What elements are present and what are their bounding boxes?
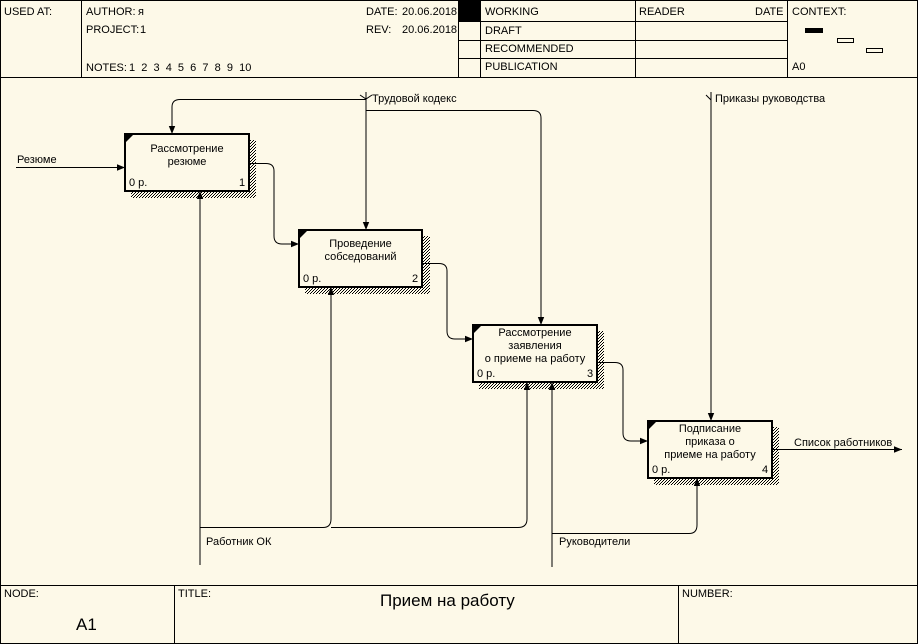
box1-number: 1 (239, 177, 246, 189)
activity-box-2 (298, 229, 423, 288)
context-label: CONTEXT: (792, 6, 847, 18)
reader-date-label: DATE (755, 6, 784, 18)
activity-box-3 (472, 324, 598, 383)
box1-cost: 0 р. (129, 177, 148, 189)
label-input-resume: Резюме (17, 154, 57, 166)
node-value: A1 (76, 615, 97, 634)
arrow-box2-to-box3 (422, 263, 473, 343)
box2-number: 2 (412, 273, 419, 285)
status-working-marker (459, 1, 480, 21)
label-control-orders: Приказы руководства (715, 93, 826, 105)
arrow-mechanism-hr-box3 (331, 382, 531, 528)
box4-title-line2: приказа о (685, 436, 735, 448)
box3-cost: 0 р. (477, 368, 496, 380)
node-label: NODE: (4, 588, 39, 600)
reader-label: READER (639, 6, 685, 18)
status-publication: PUBLICATION (485, 61, 558, 73)
status-recommended: RECOMMENDED (485, 43, 574, 55)
box3-number: 3 (587, 368, 594, 380)
box1-title-line1: Рассмотрение (150, 143, 224, 155)
rev-label: REV: (366, 24, 392, 36)
project-value: 1 (140, 24, 147, 36)
box2-title-line2: собседований (324, 251, 397, 263)
arrow-mechanism-hr-box2 (200, 287, 335, 528)
context-node: A0 (792, 61, 806, 73)
box1-title-line2: резюме (167, 156, 207, 168)
label-ticks (359, 94, 712, 101)
rev-value: 20.06.2018 (402, 24, 458, 36)
page-title: Прием на работу (380, 591, 515, 610)
label-control-labor-code: Трудовой кодекс (372, 93, 457, 105)
box2-title-line1: Проведение (329, 238, 392, 250)
author-label: AUTHOR: (86, 6, 136, 18)
arrow-box1-to-box2 (249, 163, 299, 248)
box3-title-line2: заявления (508, 340, 562, 352)
footer-frame (0, 585, 918, 644)
activity-box-4 (647, 420, 773, 479)
notes-numbers: 1 2 3 4 5 6 7 8 9 10 (129, 62, 252, 74)
status-draft: DRAFT (485, 25, 522, 37)
date-value: 20.06.2018 (402, 6, 458, 18)
project-label: PROJECT: (86, 24, 140, 36)
status-working: WORKING (485, 6, 539, 18)
box3-title-line3: о приеме на работу (484, 353, 586, 365)
label-output-staff-list: Список работников (794, 437, 893, 449)
label-mechanism-management: Руководители (559, 536, 631, 548)
box4-cost: 0 р. (652, 464, 671, 476)
used-at-label: USED AT: (4, 6, 53, 18)
label-mechanism-hr: Работник ОК (206, 536, 272, 548)
arrow-control-labor-code-box3 (366, 110, 545, 325)
arrow-control-labor-code-box1 (168, 99, 366, 134)
box4-title-line1: Подписание (678, 423, 742, 435)
box3-title-line1: Рассмотрение (498, 327, 572, 339)
number-label: NUMBER: (682, 588, 733, 600)
context-thumbnail (805, 28, 883, 53)
author-value: я (138, 6, 144, 18)
arrow-mechanism-mgmt-box4 (552, 478, 701, 534)
box-corner-ticks (126, 135, 656, 429)
box4-title-line3: приеме на работу (664, 449, 756, 461)
box2-cost: 0 р. (303, 273, 322, 285)
notes-label: NOTES: (86, 62, 127, 74)
activity-box-1 (124, 133, 250, 192)
box4-number: 4 (762, 464, 769, 476)
arrow-box3-to-box4 (597, 362, 648, 445)
title-label: TITLE: (178, 588, 212, 600)
date-label: DATE: (366, 6, 398, 18)
activity-boxes (124, 133, 773, 479)
